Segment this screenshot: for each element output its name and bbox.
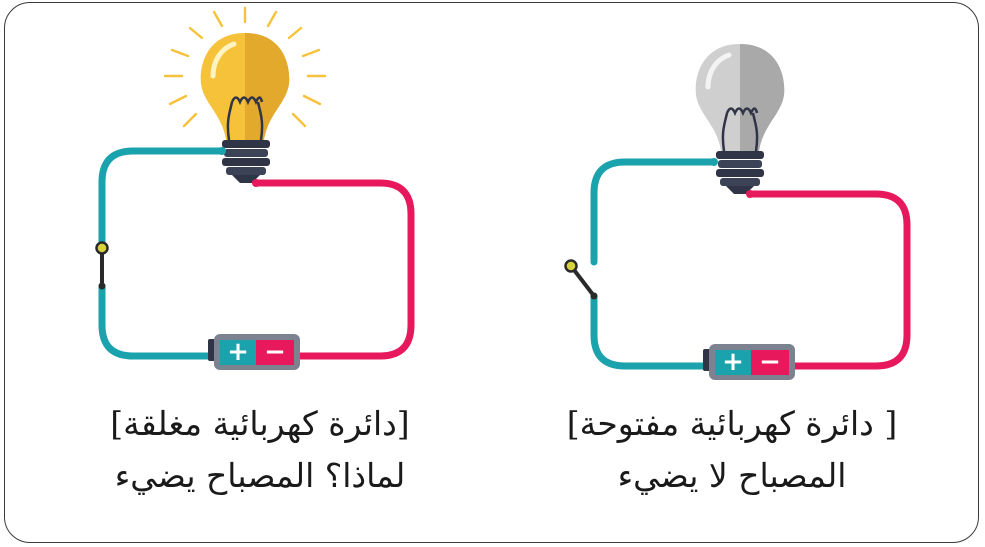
battery: + − (703, 344, 795, 380)
open-circuit-caption: [ دائرة كهربائية مفتوحة] المصباح لا يضيء (532, 398, 932, 502)
closed-circuit-question: لماذا؟ المصباح يضيء (114, 456, 406, 495)
closed-circuit-title: [دائرة كهربائية مغلقة] (110, 404, 410, 443)
battery: + − (208, 334, 300, 370)
open-circuit: + − (564, 44, 911, 380)
switch-pivot (564, 259, 578, 273)
open-circuit-statement: المصباح لا يضيء (617, 456, 847, 495)
figure-card (4, 2, 979, 543)
blue-wire (590, 158, 718, 266)
switch-contact (98, 282, 106, 290)
open-circuit-title: [ دائرة كهربائية مفتوحة] (566, 404, 898, 443)
bulb-socket (218, 140, 270, 187)
battery-minus-sign: − (264, 337, 286, 367)
battery-plus-sign: + (227, 337, 249, 367)
red-wire (746, 190, 911, 370)
battery-minus-sign: − (759, 347, 781, 377)
closed-circuit: + − (95, 6, 415, 370)
red-wire (252, 179, 415, 360)
blue-wire (98, 147, 226, 252)
battery-plus-sign: + (722, 347, 744, 377)
bulb-on (200, 33, 290, 141)
switch-pivot (95, 241, 109, 255)
bulb-off (695, 44, 785, 152)
light-rays (163, 6, 327, 128)
closed-circuit-caption: [دائرة كهربائية مغلقة] لماذا؟ المصباح يض… (60, 398, 460, 502)
bulb-socket (710, 151, 764, 198)
switch-contact (590, 292, 598, 300)
blue-wire-lower (98, 282, 216, 360)
blue-wire-lower (590, 292, 711, 370)
